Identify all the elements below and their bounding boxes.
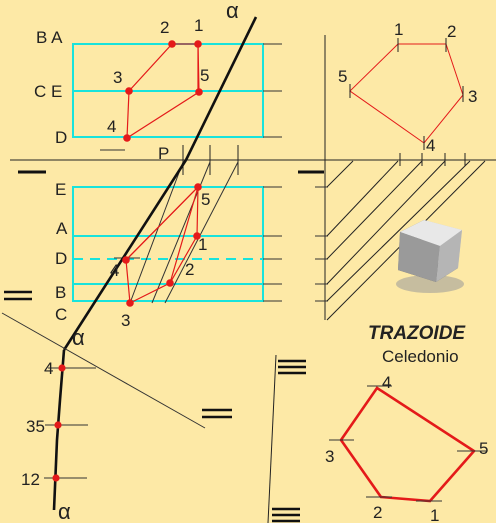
label-C: C [55, 305, 67, 324]
mid-vertex-2: 2 [185, 260, 194, 279]
label-CE: C E [34, 82, 62, 101]
label-D-mid: D [55, 249, 67, 268]
true-size-vertex-4: 4 [382, 373, 391, 392]
label-B: B [55, 283, 66, 302]
label-D-top: D [55, 128, 67, 147]
mid-vertex-4: 4 [110, 261, 119, 280]
alpha-point-35: 35 [26, 417, 45, 436]
profile-vertex-3: 3 [468, 87, 477, 106]
profile-vertex-2: 2 [447, 22, 456, 41]
logo-title: TRAZOIDE [368, 323, 466, 344]
mid-vertex-1: 1 [198, 235, 207, 254]
middle-polygon [122, 183, 202, 307]
alpha-secondary-line [1, 312, 206, 429]
profile-vertex-5: 5 [338, 67, 347, 86]
trazoide-logo-icon [396, 220, 464, 293]
top-vertex-4: 4 [107, 117, 116, 136]
top-polygon [123, 40, 203, 142]
alpha-point-12: 12 [21, 470, 40, 489]
folding-line [267, 354, 277, 523]
profile-vertex-4: 4 [426, 136, 435, 155]
mid-vertex-3: 3 [121, 311, 130, 330]
alpha-point-4: 4 [44, 359, 53, 378]
true-size-vertex-2: 2 [373, 503, 382, 522]
true-size-polygon [329, 385, 486, 503]
alpha-bottom-label: α [58, 499, 71, 523]
alpha-top-label: α [226, 0, 239, 23]
true-size-vertex-5: 5 [479, 439, 488, 458]
label-A: A [56, 219, 68, 238]
profile-vertex-1: 1 [394, 20, 403, 39]
top-vertex-2: 2 [160, 18, 169, 37]
label-E: E [55, 180, 66, 199]
profile-polygon [349, 38, 464, 150]
mid-vertex-5: 5 [201, 190, 210, 209]
alpha-ticks [44, 367, 96, 479]
true-size-vertex-1: 1 [430, 506, 439, 523]
top-cyan-frame [72, 43, 264, 138]
top-vertex-3: 3 [113, 68, 122, 87]
top-vertex-5: 5 [200, 66, 209, 85]
logo-subtitle: Celedonio [382, 347, 459, 366]
equal-marks [4, 290, 306, 523]
frame-ticks [263, 43, 328, 302]
ground-ticks [182, 145, 466, 175]
top-vertex-1: 1 [194, 16, 203, 35]
point-P-label: P [158, 144, 169, 163]
label-BA: B A [36, 28, 63, 47]
alpha-mid-label: α [72, 325, 85, 350]
true-size-vertex-3: 3 [325, 447, 334, 466]
